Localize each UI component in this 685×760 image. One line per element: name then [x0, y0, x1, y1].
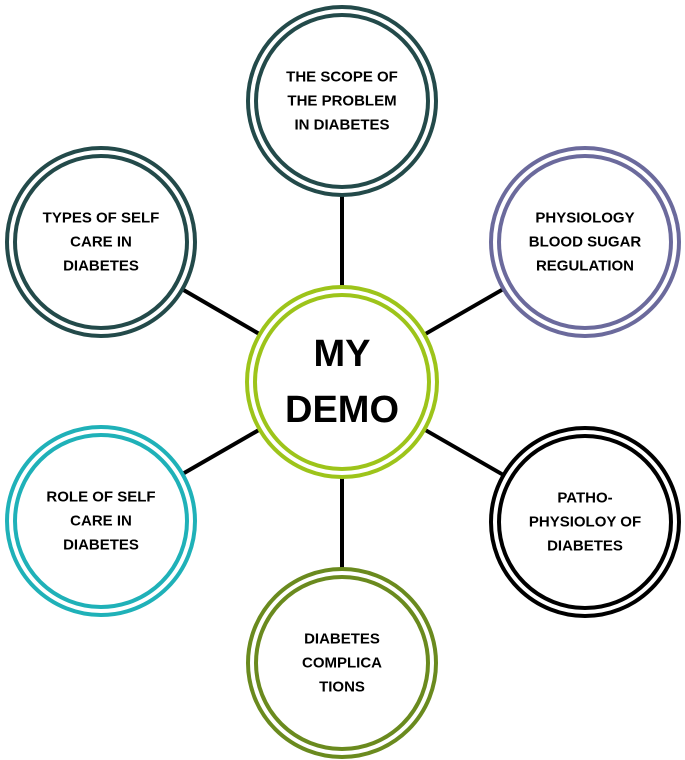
nodes: THE SCOPE OF THE PROBLEM IN DIABETES PHYSIO…	[5, 5, 681, 759]
node-complications-outer-ring	[246, 567, 438, 759]
node-types-inner-ring	[13, 154, 189, 330]
node-pathophysiology-label-line-1: PATHO-	[557, 490, 612, 507]
connector-types	[181, 287, 261, 337]
node-physiology-label-line-2: BLOOD SUGAR	[529, 234, 642, 251]
node-pathophysiology: PATHO- PHYSIOLOY OF DIABETES	[489, 426, 681, 618]
node-pathophysiology-outer-ring	[489, 426, 681, 618]
node-physiology-label-line-1: PHYSIOLOGY	[535, 210, 634, 227]
node-scope: THE SCOPE OF THE PROBLEM IN DIABETES	[246, 5, 438, 197]
node-types-outer-ring	[5, 146, 197, 338]
node-role-label-line-3: DIABETES	[63, 537, 139, 554]
node-types-label-line-1: TYPES OF SELF	[43, 210, 160, 227]
node-physiology: PHYSIOLOGY BLOOD SUGAR REGULATION	[489, 146, 681, 338]
node-pathophysiology-label-line-3: DIABETES	[547, 538, 623, 555]
connector-pathophysiology	[423, 427, 505, 477]
node-types-label-line-2: CARE IN	[70, 234, 132, 251]
center-outer-ring	[245, 285, 439, 479]
node-complications: DIABETES COMPLICA TIONS	[246, 567, 438, 759]
node-role-outer-ring	[5, 425, 197, 617]
node-role: ROLE OF SELF CARE IN DIABETES	[5, 425, 197, 617]
node-complications-label-line-2: COMPLICA	[302, 655, 382, 672]
node-pathophysiology-label-line-2: PHYSIOLOY OF	[529, 514, 641, 531]
node-scope-label-line-2: THE PROBLEM	[287, 93, 396, 110]
center-label-line-1: MY	[314, 333, 371, 375]
connector-role	[181, 427, 261, 476]
center-inner-ring	[253, 293, 431, 471]
node-role-label-line-1: ROLE OF SELF	[46, 489, 155, 506]
node-physiology-label-line-3: REGULATION	[536, 258, 634, 275]
node-physiology-outer-ring	[489, 146, 681, 338]
node-complications-label-line-1: DIABETES	[304, 631, 380, 648]
connector-physiology	[423, 287, 505, 337]
center-label-line-2: DEMO	[285, 389, 399, 431]
connectors	[181, 195, 505, 569]
node-complications-inner-ring	[254, 575, 430, 751]
node-scope-label-line-1: THE SCOPE OF	[286, 69, 398, 86]
node-pathophysiology-inner-ring	[497, 434, 673, 610]
node-scope-inner-ring	[254, 13, 430, 189]
node-scope-label-line-3: IN DIABETES	[294, 117, 389, 134]
node-types-label-line-3: DIABETES	[63, 258, 139, 275]
node-role-inner-ring	[13, 433, 189, 609]
node-types: TYPES OF SELF CARE IN DIABETES	[5, 146, 197, 338]
node-role-label-line-2: CARE IN	[70, 513, 132, 530]
node-complications-label-line-3: TIONS	[319, 679, 365, 696]
center-node: MY DEMO	[245, 285, 439, 479]
node-physiology-inner-ring	[497, 154, 673, 330]
node-scope-outer-ring	[246, 5, 438, 197]
